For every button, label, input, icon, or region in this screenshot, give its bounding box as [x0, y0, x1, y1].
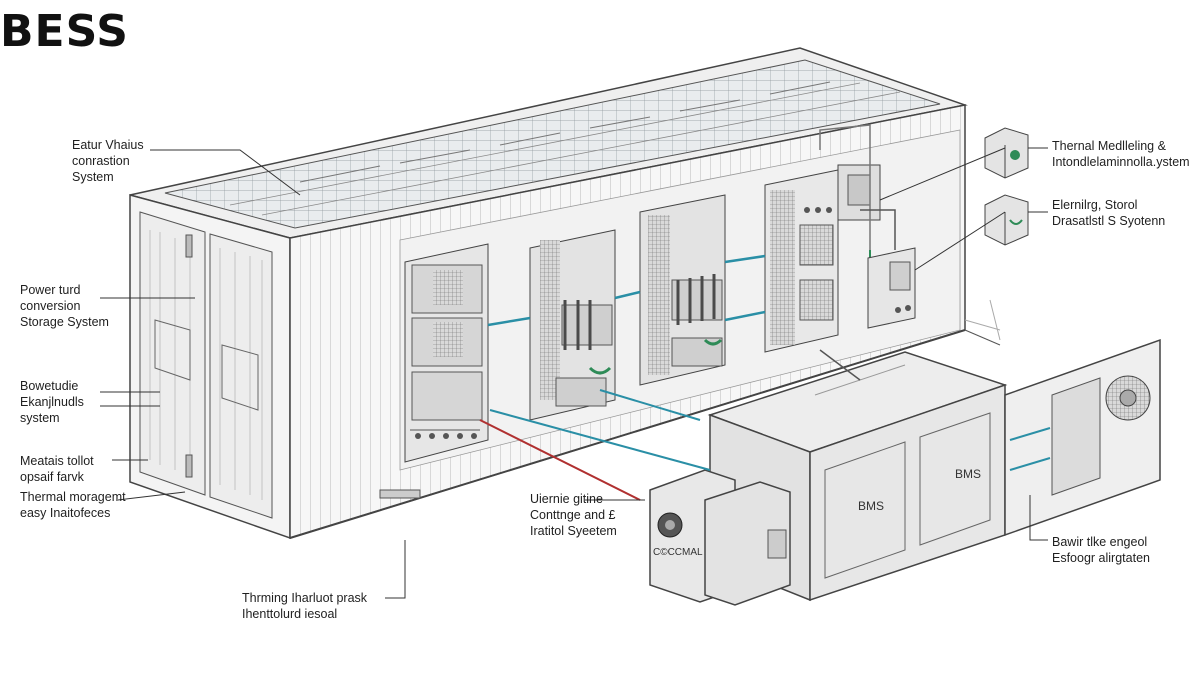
rack-4: [764, 164, 881, 353]
page-title: BESS: [0, 6, 129, 57]
inverter-unit: C©CCMAL: [649, 469, 791, 606]
bms-label-2: BMS: [955, 467, 981, 481]
rack-1: [404, 243, 489, 463]
cables: [479, 329, 1001, 501]
junction-box-1: [984, 127, 1029, 179]
container-end-doors: [129, 194, 291, 540]
unit-plate-text: C©CCMAL: [653, 547, 703, 558]
fan-cabinet: [1004, 338, 1161, 537]
rack-2: [529, 229, 616, 421]
bms-label-1: BMS: [858, 499, 884, 513]
rack-3: [639, 194, 726, 386]
label-top-right-1: Thernal Medlleling &Intondlelaminnolla.y…: [1052, 139, 1190, 169]
junction-box-2: [984, 194, 1029, 246]
controller-box: [867, 247, 916, 329]
ground-line: [964, 299, 1001, 341]
leader-lines: [100, 147, 1048, 599]
